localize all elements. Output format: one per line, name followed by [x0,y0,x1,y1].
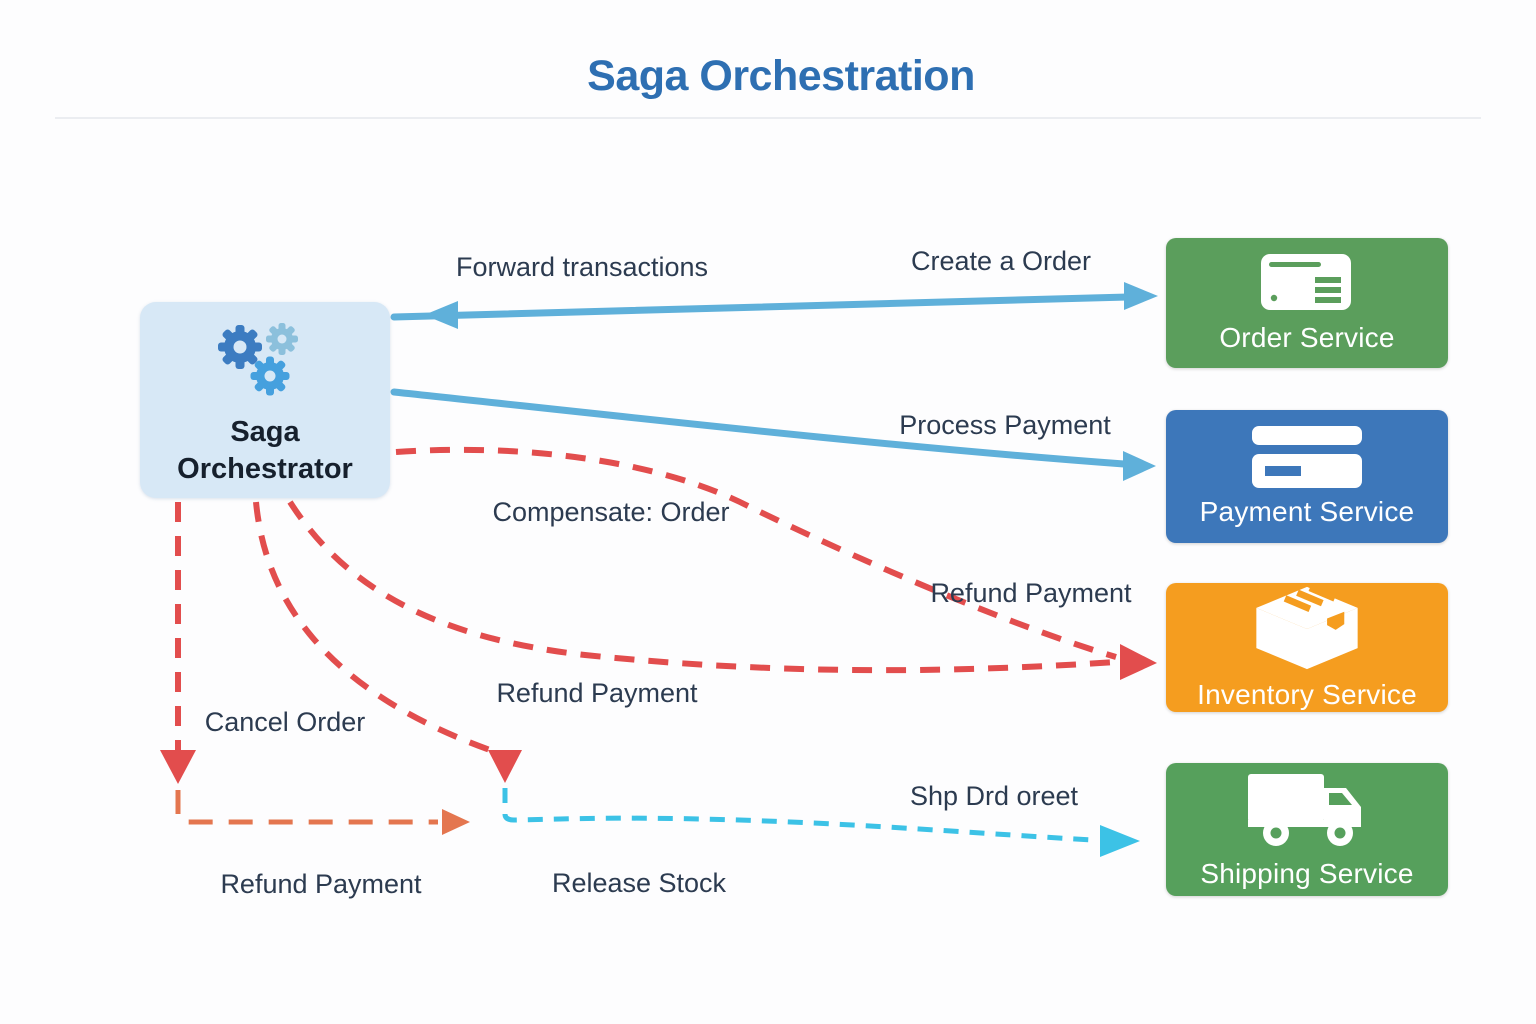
edge-label-refund-payment-mid: Refund Payment [496,678,698,708]
edge-label-process-payment: Process Payment [899,410,1111,440]
orchestrator-label-line2: Orchestrator [177,453,353,485]
receipt-icon [1261,254,1351,310]
inventory-arrowhead [1120,644,1157,680]
compensate-order-arrow-line [395,446,1117,660]
edge-label-refund-payment-bottom: Refund Payment [220,869,422,899]
payment-service-node: Payment Service [1166,410,1448,543]
edge-label-ship-order: Shp Drd oreet [909,781,1079,811]
forward-transactions-arrowhead [424,301,458,329]
edge-label-cancel-order: Cancel Order [204,707,366,737]
edge-label-refund-payment-right: Refund Payment [930,578,1132,608]
page-title: Saga Orchestration [587,52,975,100]
orchestrator-label: Saga Orchestrator [177,414,353,488]
edge-label-compensate-order: Compensate: Order [492,497,730,527]
cancel-order-arrowhead [160,750,196,784]
truck-icon [1248,773,1361,846]
gears-icon [218,323,298,396]
shipping-service-label: Shipping Service [1200,857,1414,889]
refund-payment-bottom-arrowhead [442,809,470,835]
edge-label-forward-transactions: Forward transactions [455,252,709,282]
create-order-arrowhead [1124,282,1158,310]
refund-payment-mid-arrowhead [488,750,522,783]
package-icon [1256,584,1358,669]
edge-label-create-order: Create a Order [910,246,1092,276]
edge-label-release-stock: Release Stock [551,868,727,898]
release-stock-arrowhead [1100,825,1140,857]
orchestrator-label-line1: Saga [230,416,300,448]
saga-orchestrator-node: Saga Orchestrator [140,302,390,498]
shipping-service-node: Shipping Service [1166,763,1448,896]
payment-service-label: Payment Service [1199,495,1415,527]
refund-payment-bottom-arrow-line [175,790,438,825]
forward-transactions-arrow-line [390,293,1132,321]
title-divider [55,117,1481,119]
order-service-label: Order Service [1219,322,1395,353]
order-service-node: Order Service [1166,238,1448,368]
credit-card-icon [1252,425,1362,488]
inventory-service-label: Inventory Service [1197,678,1417,710]
inventory-service-node: Inventory Service [1166,583,1448,712]
process-payment-arrowhead [1123,451,1156,481]
